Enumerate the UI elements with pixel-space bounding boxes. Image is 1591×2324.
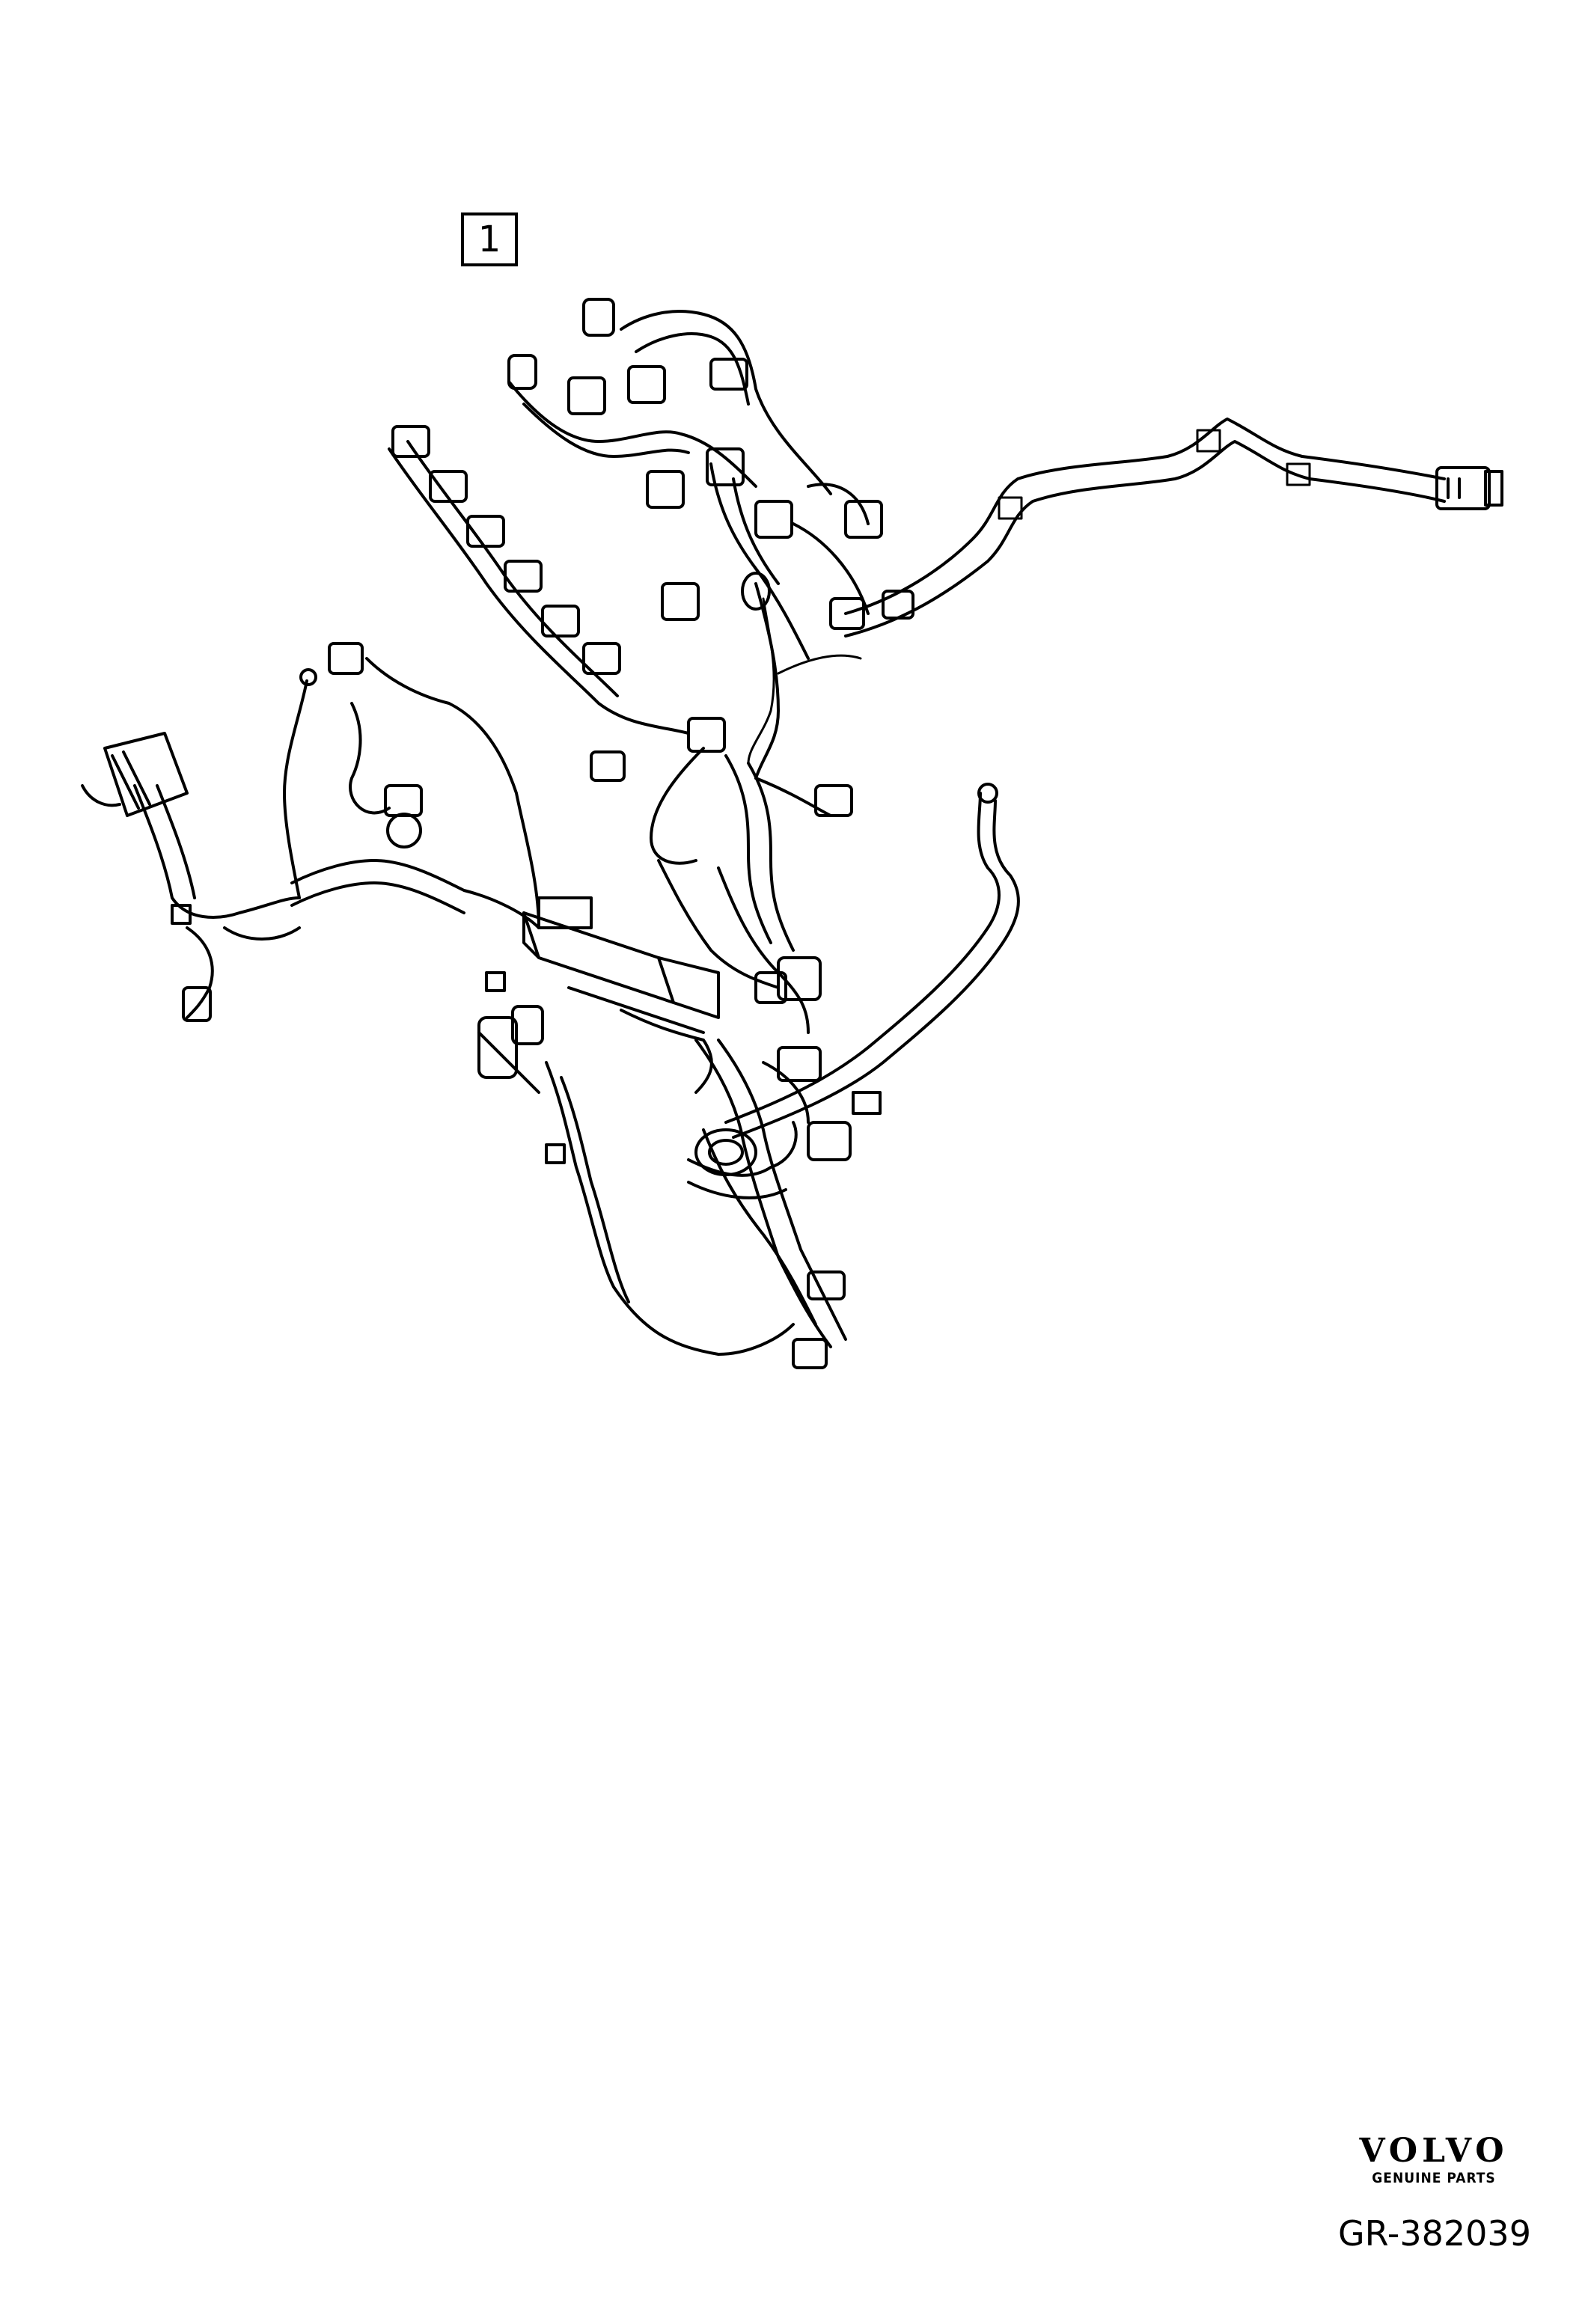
connectors-lower-right [694,783,998,1369]
harness-branch-lower-right [687,792,1020,1199]
volvo-logo: VOLVO GENUINE PARTS [1337,2134,1531,2188]
harness-branch-coil-rail [388,440,690,735]
end-connector-top-right [1435,466,1503,510]
relay-block [522,896,720,1034]
injector-connectors-upper [507,298,914,630]
harness-branch-top-right [844,418,1446,637]
callout-number-label: 1 [477,218,501,260]
connectors-lower-left [477,971,566,1164]
thin-wire-center [747,597,862,765]
coil-connectors [391,425,726,753]
center-connectors [590,750,853,1004]
pcm-connector-left [81,732,189,817]
brand-name: VOLVO [1359,2132,1509,2170]
harness-lower-trunk [477,1009,847,1356]
diagram-reference-code: GR-382039 [1338,2213,1531,2254]
brand-tagline: GENUINE PARTS [1372,2170,1496,2186]
callout-number: 1 [461,212,518,266]
clip-top-right-1 [998,429,1311,520]
harness-branch-upper-cluster [507,310,870,780]
harness-central-trunk [650,747,832,1034]
harness-branch-left [133,657,540,1019]
connectors-left [171,642,423,1022]
